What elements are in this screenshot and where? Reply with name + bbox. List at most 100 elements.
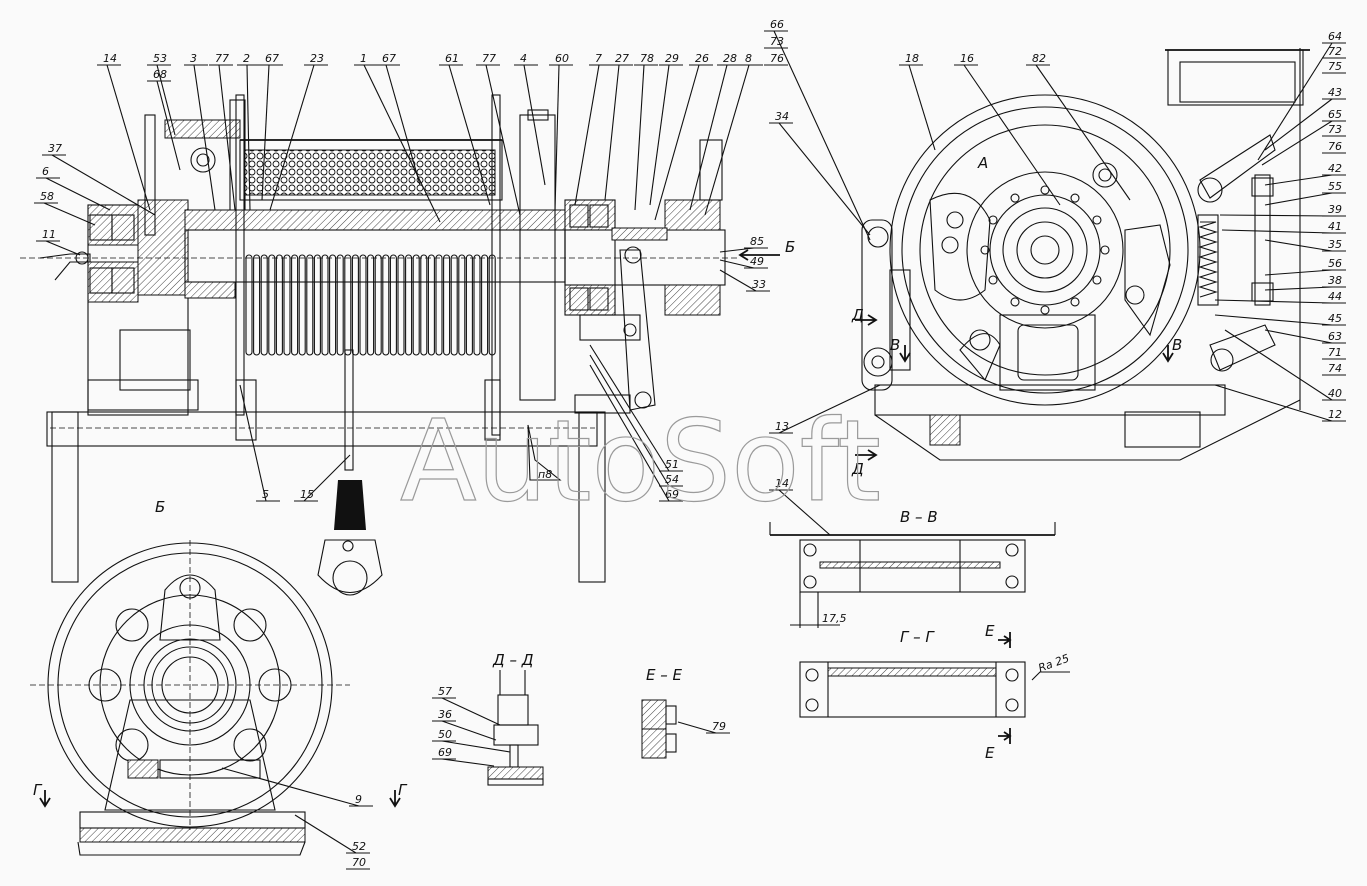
section-g-g [799, 632, 1070, 744]
callout-51: 51 [665, 458, 679, 471]
callout-33: 33 [752, 278, 766, 291]
callout-67: 67 [382, 52, 396, 65]
v-left-label: В [890, 336, 900, 354]
callout-14: 14 [103, 52, 117, 65]
callout-67: 67 [265, 52, 279, 65]
callout-9: 9 [355, 793, 362, 806]
v-right-label: В [1172, 336, 1182, 354]
callout-16: 16 [960, 52, 974, 65]
callout-73: 73 [770, 35, 784, 48]
callout-43: 43 [1328, 86, 1342, 99]
callout-50: 50 [438, 728, 452, 741]
callout-72: 72 [1328, 45, 1342, 58]
bolt-circle [980, 185, 1110, 315]
callout-57: 57 [438, 685, 452, 698]
callout-1: 1 [360, 52, 367, 65]
section-arrows [39, 249, 1174, 808]
watermark: AutoSoft [400, 397, 881, 527]
callout-39: 39 [1328, 203, 1342, 216]
callout-28: 28 [723, 52, 737, 65]
dimension-17-5: 17,5 [822, 612, 847, 625]
section-e-e [641, 699, 677, 759]
callout-14: 14 [775, 477, 789, 490]
callout-27: 27 [615, 52, 629, 65]
callout-69: 69 [665, 488, 679, 501]
section-d-d [487, 670, 544, 786]
callout-64: 64 [1328, 30, 1342, 43]
tension-spring [1198, 221, 1218, 298]
callout-49: 49 [750, 255, 764, 268]
callout-41: 41 [1328, 220, 1342, 233]
callout-63: 63 [1328, 330, 1342, 343]
callout-75: 75 [1328, 60, 1342, 73]
main-section-view [20, 94, 740, 596]
callout-35: 35 [1328, 238, 1342, 251]
callout-37: 37 [48, 142, 62, 155]
g-left-label: Г [33, 781, 43, 799]
section-letters: Б Б В – В Г – Г Д – Д Е – Е А В В Д Д Г … [33, 154, 1182, 799]
callout-2: 2 [243, 52, 250, 65]
callout-70: 70 [352, 856, 366, 869]
weld-symbol: п8 [527, 424, 562, 481]
callout-26: 26 [695, 52, 709, 65]
section-ee-title: Е – Е [646, 666, 683, 684]
callout-85: 85 [750, 235, 764, 248]
callout-4: 4 [520, 52, 527, 65]
callout-15: 15 [300, 488, 314, 501]
d-bottom-label: Д [851, 460, 864, 478]
callout-73: 73 [1328, 123, 1342, 136]
e-top-label: Е [985, 622, 995, 640]
g-right-label: Г [398, 781, 408, 799]
callout-18: 18 [905, 52, 919, 65]
callout-36: 36 [438, 708, 452, 721]
callout-52: 52 [352, 840, 366, 853]
callout-76: 76 [1328, 140, 1342, 153]
arrow-b-label: Б [785, 238, 795, 256]
view-a-label: А [977, 154, 988, 172]
callout-76: 76 [770, 52, 784, 65]
d-top-label: Д [851, 306, 864, 324]
callout-5: 5 [262, 488, 269, 501]
callout-71: 71 [1328, 346, 1342, 359]
callout-55: 55 [1328, 180, 1342, 193]
callout-82: 82 [1032, 52, 1046, 65]
callout-12: 12 [1328, 408, 1342, 421]
callout-66: 66 [770, 18, 784, 31]
callout-11: 11 [42, 228, 56, 241]
section-v-v [769, 522, 1056, 628]
section-vv-title: В – В [900, 508, 938, 526]
callout-61: 61 [445, 52, 459, 65]
callout-45: 45 [1328, 312, 1342, 325]
callout-23: 23 [310, 52, 324, 65]
callout-77: 77 [215, 52, 229, 65]
section-gg-title: Г – Г [900, 628, 935, 646]
callout-6: 6 [42, 165, 49, 178]
callout-40: 40 [1328, 387, 1342, 400]
callout-78: 78 [640, 52, 654, 65]
callout-69: 69 [438, 746, 452, 759]
callout-60: 60 [555, 52, 569, 65]
callout-7: 7 [595, 52, 602, 65]
callout-74: 74 [1328, 362, 1342, 375]
callout-68: 68 [153, 68, 167, 81]
callout-58: 58 [40, 190, 54, 203]
callout-42: 42 [1328, 162, 1342, 175]
roughness-mark: Ra 25 [1037, 652, 1071, 675]
callout-54: 54 [665, 473, 679, 486]
e-bottom-label: Е [985, 744, 995, 762]
callout-53: 53 [153, 52, 167, 65]
weld-mark: п8 [538, 468, 552, 481]
callout-77: 77 [482, 52, 496, 65]
callout-29: 29 [665, 52, 679, 65]
leader-lines [34, 30, 1346, 870]
callout-34: 34 [775, 110, 789, 123]
view-b-label: Б [155, 498, 165, 516]
callout-8: 8 [745, 52, 752, 65]
callout-44: 44 [1328, 290, 1342, 303]
callout-13: 13 [775, 420, 789, 433]
callout-65: 65 [1328, 108, 1342, 121]
end-view [861, 48, 1310, 461]
rope-coil [245, 254, 496, 356]
